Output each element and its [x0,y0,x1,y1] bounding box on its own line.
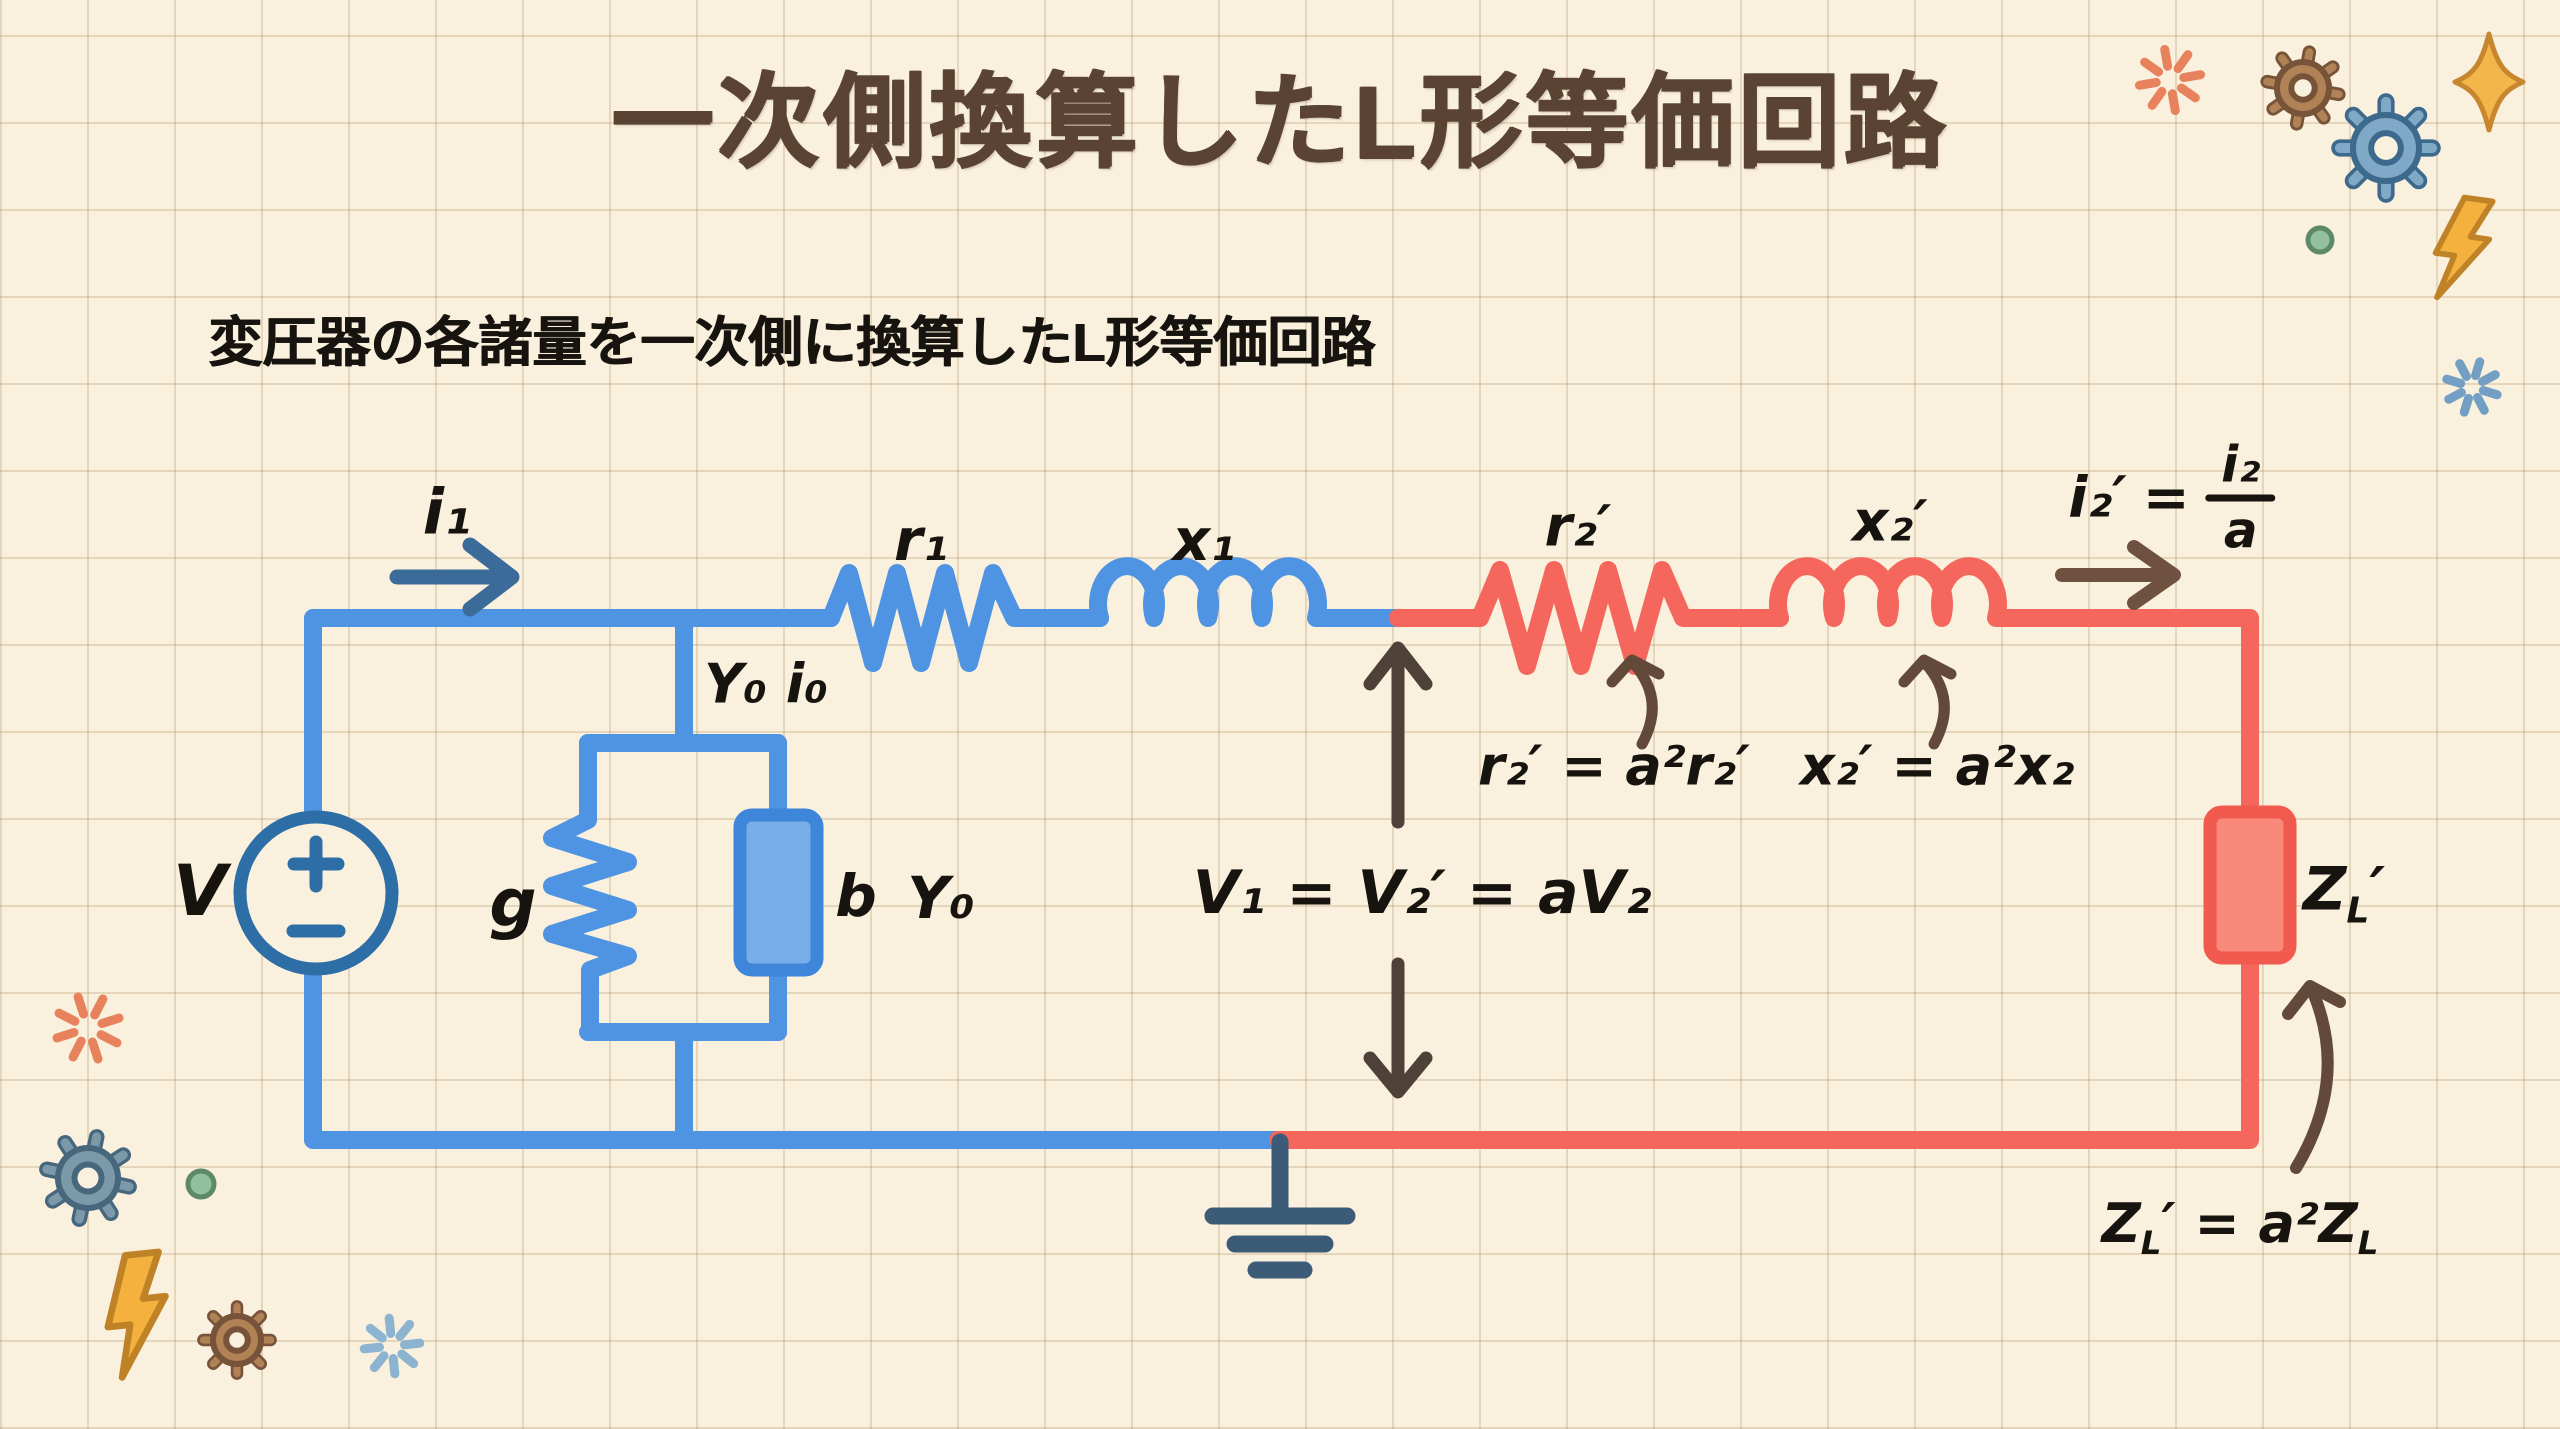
i2-equals: = [2142,465,2190,531]
primary-current-label: i₁ [422,475,472,549]
zlf-p1sub: L [2140,1223,2162,1262]
zlf-p2sub: L [2357,1223,2379,1262]
zl-base: Z [2302,854,2347,925]
load-conversion-formula: ZL′ = a²ZL [2102,1192,2379,1262]
secondary-current-label: i₂′ = i₂ a [2068,435,2276,560]
load-impedance-label: ZL′ [2303,855,2385,932]
wire-right-bottom [1269,949,2259,1149]
zl-sub: L [2346,890,2370,932]
load-impedance-box [2203,805,2297,965]
fraction-bar [2205,494,2276,502]
i2-denominator: a [2223,501,2258,560]
resistor-g [543,734,637,1041]
conductance-label: g [489,864,537,942]
spark-burst-bottom-left [359,1313,425,1379]
spark-burst-right [2442,357,2502,417]
decoration-layer [39,31,2526,1381]
source-circle [233,810,399,976]
primary-current-arrow [389,537,520,617]
gear-brown-top-right [2260,45,2346,131]
inductor-x2p [1769,557,2259,821]
i2-numerator: i₂ [2221,435,2261,494]
reactance-conversion-formula: x₂′ = a²x₂ [1800,734,2075,798]
page-title: 一次側換算したL形等価回路 [610,65,1950,179]
zl-formula-arrow [2282,980,2346,1174]
secondary-side-wires [1269,557,2259,1149]
susceptance-box [733,808,824,977]
bolt-bottom-left [104,1248,169,1381]
secondary-current-arrow [2055,540,2181,610]
gear-brown-bottom-left [197,1300,277,1380]
plus-icon [287,835,345,893]
secondary-resistance-label: r₂′ [1544,494,1612,560]
resistor-r2p [1471,561,1789,675]
i2-lhs: i₂′ [2068,465,2127,531]
zlf-p2: ′ = a²Z [2161,1192,2358,1256]
secondary-reactance-label: x₂′ [1852,489,1928,555]
page-subtitle: 変圧器の各諸量を一次側に換算したL形等価回路 [208,313,1375,373]
gear-blue-left [39,1129,137,1227]
inductor-x1 [1089,557,1407,627]
primary-resistance-label: r₁ [893,506,949,574]
spark-burst-left [52,992,124,1064]
wire-top-left [304,609,840,829]
gear-blue-top-right [2331,93,2441,203]
bolt-top-right [2432,194,2496,301]
spark-burst-top-right [2134,44,2206,116]
resistance-conversion-formula: r₂′ = a²r₂′ [1478,734,1750,798]
resistor-r1 [822,564,1109,672]
susceptance-label: b [835,862,877,930]
excitation-branch-label: Y₀ i₀ [704,652,828,716]
i2-fraction: i₂ a [2205,435,2276,560]
dot-green-left [185,1168,217,1200]
zl-prime: ′ [2369,854,2386,925]
primary-side-wires [304,557,1407,1149]
sparkle-top-right [2452,31,2526,133]
dot-green-top-right [2305,225,2335,255]
zlf-p1: Z [2101,1192,2141,1256]
ground-icon [1204,1133,1356,1279]
mid-voltage-arrow [1363,641,1433,1099]
r2-formula-arrow [1606,654,1665,750]
source-voltage-label: V [172,850,228,932]
x2-formula-arrow [1898,654,1957,750]
mid-voltage-label: V₁ = V₂′ = aV₂ [1192,858,1652,928]
wire-bottom-left [304,957,1293,1149]
admittance-label: Y₀ [907,864,975,932]
primary-reactance-label: x₁ [1172,506,1236,574]
voltage-source [233,810,399,976]
